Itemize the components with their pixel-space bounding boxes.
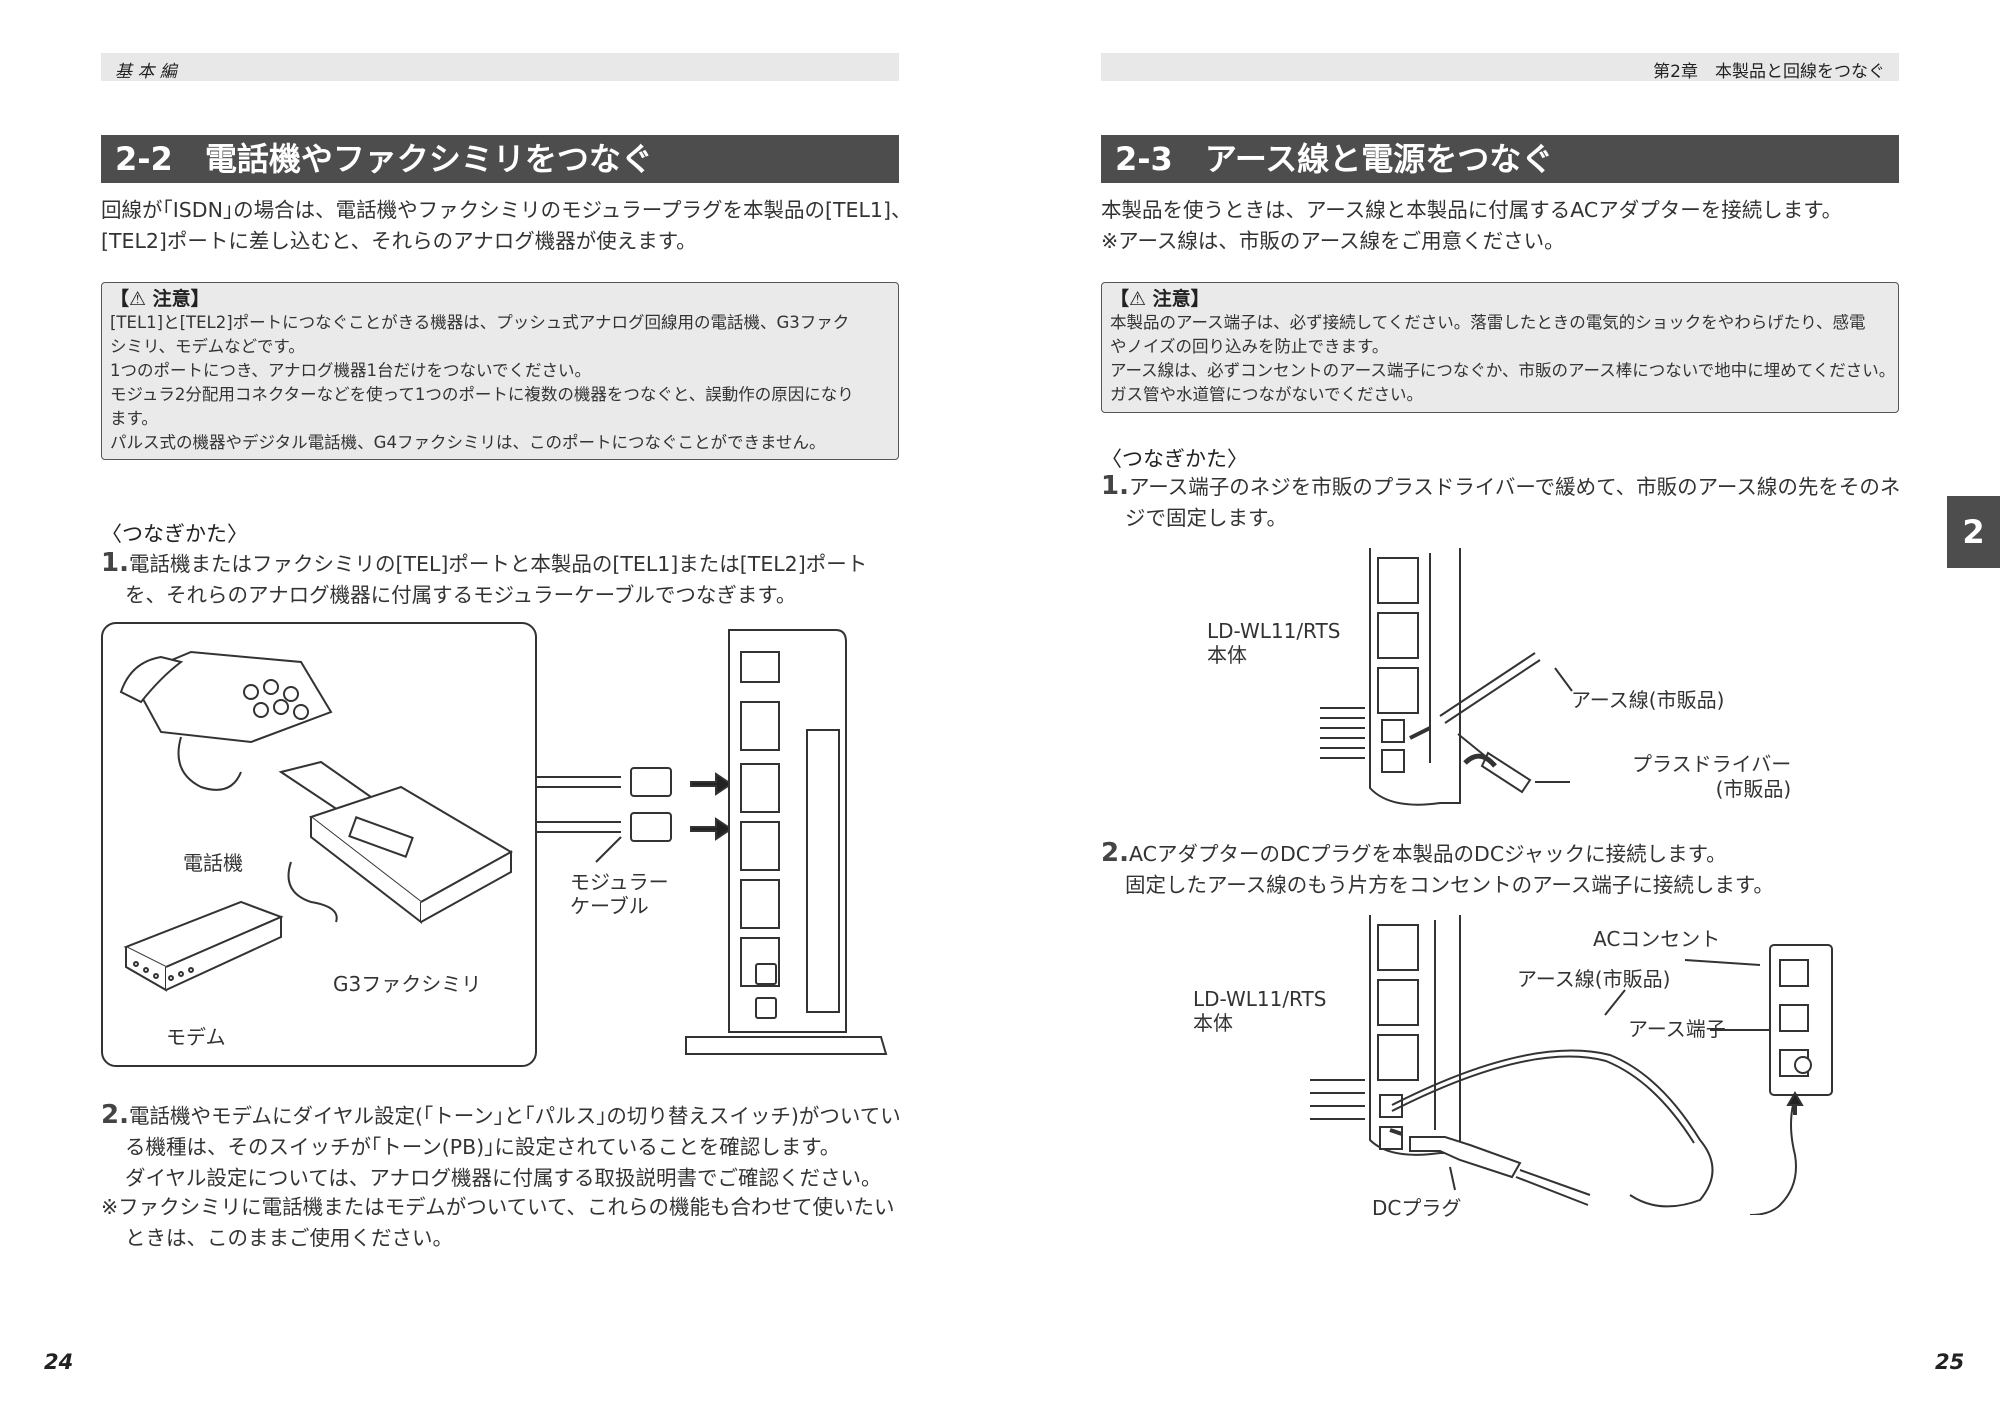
- label-device-1: LD-WL11/RTS 本体: [1207, 619, 1340, 667]
- cable-label-line-1: モジュラー: [570, 870, 669, 894]
- left-caution-box: 【⚠ 注意】 [TEL1]と[TEL2]ポートにつなぐことがきる機器は、プッシュ…: [101, 282, 899, 460]
- label-earth-terminal: アース端子: [1628, 1017, 1726, 1041]
- step-line: アース端子のネジを市販のプラスドライバーで緩めて、市販のアース線の先をそのネ: [1128, 475, 1901, 499]
- step-line: ジで固定します。: [1125, 506, 1287, 530]
- device-label: 本体: [1207, 643, 1247, 667]
- telephone-icon: [119, 650, 333, 791]
- device-model: LD-WL11/RTS: [1207, 619, 1341, 643]
- left-header-bar: 基 本 編: [101, 53, 899, 82]
- ac-outlet-icon: [1604, 944, 1833, 1115]
- router-back-panel-icon: [685, 629, 888, 1055]
- right-page: 第2章 本製品と回線をつなぐ 2-3 アース線と電源をつなぐ 本製品を使うときは…: [1000, 0, 2000, 1419]
- label-ac-outlet: ACコンセント: [1593, 927, 1721, 951]
- right-caution-box: 【⚠ 注意】 本製品のアース端子は、必ず接続してください。落雷したときの電気的シ…: [1101, 282, 1899, 413]
- cable-label-line-2: ケーブル: [570, 894, 649, 918]
- left-page: 基 本 編 2-2 電話機やファクシミリをつなぐ 回線が｢ISDN｣の場合は、電…: [44, 53, 911, 1374]
- caution-line: [TEL1]と[TEL2]ポートにつなぐことがきる機器は、プッシュ式アナログ回線…: [110, 313, 850, 332]
- right-step-2: 2.ACアダプターのDCプラグを本製品のDCジャックに接続します。 固定したアー…: [1101, 838, 1774, 901]
- left-intro-line-1: 回線が｢ISDN｣の場合は、電話機やファクシミリのモジュラープラグを本製品の[T…: [101, 198, 912, 222]
- step-line: ダイヤル設定については、アナログ機器に付属する取扱説明書でご確認ください。: [125, 1166, 882, 1190]
- left-note: ※ファクシミリに電話機またはモデムがついていて、これらの機能も合わせて使いたい …: [101, 1192, 895, 1254]
- label-modular-cable: モジュラー ケーブル: [570, 870, 669, 918]
- step-number: 1.: [101, 548, 129, 578]
- left-subhead: 〈つなぎかた〉: [101, 522, 248, 546]
- right-subhead: 〈つなぎかた〉: [1101, 447, 1248, 471]
- caution-line: ガス管や水道管につながないでください。: [1110, 385, 1424, 404]
- caution-title: 【⚠ 注意】: [110, 288, 210, 310]
- note-line: ※ファクシミリに電話機またはモデムがついていて、これらの機能も合わせて使いたい: [101, 1195, 895, 1219]
- screwdriver-icon: [1457, 733, 1570, 794]
- device-model: LD-WL11/RTS: [1193, 987, 1327, 1011]
- earth-wire-icon: [1391, 1049, 1801, 1215]
- label-phone: 電話機: [183, 851, 243, 875]
- left-step-2: 2.電話機やモデムにダイヤル設定(｢トーン｣と｢パルス｣の切り替えスイッチ)がつ…: [101, 1100, 901, 1194]
- step-number: 1.: [1101, 471, 1129, 501]
- chapter-tab: 2: [1947, 496, 2000, 568]
- earth-wire-icon: [1409, 652, 1573, 740]
- left-intro-line-2: [TEL2]ポートに差し込むと、それらのアナログ機器が使えます。: [101, 229, 697, 253]
- left-intro: 回線が｢ISDN｣の場合は、電話機やファクシミリのモジュラープラグを本製品の[T…: [101, 195, 911, 257]
- label-earth-wire: アース線(市販品): [1571, 688, 1725, 712]
- driver-label-line-2: (市販品): [1715, 777, 1792, 801]
- power-earth-diagram: [1310, 915, 1833, 1215]
- label-fax: G3ファクシミリ: [333, 972, 482, 996]
- right-header-text: 第2章 本製品と回線をつなぐ: [1653, 62, 1885, 82]
- router-side-icon: [1310, 915, 1461, 1156]
- caution-line: ます。: [110, 409, 158, 428]
- right-section-title: 2-3 アース線と電源をつなぐ: [1101, 135, 1899, 183]
- caution-line: 本製品のアース端子は、必ず接続してください。落雷したときの電気的ショックをやわら…: [1110, 313, 1866, 332]
- caution-line: 1つのポートにつき、アナログ機器1台だけをつないでください。: [110, 361, 592, 380]
- tel-connection-diagram: [101, 622, 888, 1067]
- earth-wire-diagram: [1320, 548, 1573, 806]
- step-line: 電話機またはファクシミリの[TEL]ポートと本製品の[TEL1]または[TEL2…: [128, 552, 868, 576]
- fax-icon: [278, 760, 514, 925]
- label-dc-plug: DCプラグ: [1372, 1196, 1462, 1220]
- right-intro-line-1: 本製品を使うときは、アース線と本製品に付属するACアダプターを接続します。: [1101, 198, 1843, 222]
- left-section-title: 2-2 電話機やファクシミリをつなぐ: [101, 135, 899, 183]
- driver-label-line-1: プラスドライバー: [1632, 752, 1792, 776]
- right-intro-line-2: ※アース線は、市販のアース線をご用意ください。: [1101, 229, 1565, 253]
- caution-line: やノイズの回り込みを防止できます。: [1110, 337, 1389, 356]
- note-line: ときは、このままご使用ください。: [125, 1226, 453, 1250]
- page-number-left: 24: [44, 1350, 74, 1374]
- step-line: 電話機やモデムにダイヤル設定(｢トーン｣と｢パルス｣の切り替えスイッチ)がついて…: [128, 1104, 901, 1128]
- caution-title: 【⚠ 注意】: [1110, 288, 1210, 310]
- devices-frame: [101, 622, 537, 1067]
- right-step-1: 1.アース端子のネジを市販のプラスドライバーで緩めて、市販のアース線の先をそのネ…: [1101, 471, 1900, 534]
- dc-plug-icon: [1389, 1128, 1591, 1206]
- label-device-2: LD-WL11/RTS 本体: [1193, 987, 1326, 1035]
- label-earth-wire-2: アース線(市販品): [1517, 967, 1671, 991]
- caution-line: パルス式の機器やデジタル電話機、G4ファクシミリは、このポートにつなぐことができ…: [110, 433, 826, 452]
- step-line: ACアダプターのDCプラグを本製品のDCジャックに接続します。: [1128, 842, 1727, 866]
- right-header-bar: 第2章 本製品と回線をつなぐ: [1101, 53, 1899, 82]
- left-step-1: 1.電話機またはファクシミリの[TEL]ポートと本製品の[TEL1]または[TE…: [101, 548, 867, 611]
- page-number-right: 25: [1935, 1350, 1965, 1374]
- step-number: 2.: [1101, 838, 1129, 868]
- modem-icon: [123, 900, 284, 992]
- caution-line: モジュラ2分配用コネクターなどを使って1つのポートに複数の機器をつなぐと、誤動作…: [110, 385, 854, 404]
- step-number: 2.: [101, 1100, 129, 1130]
- modular-cable-icon: [537, 767, 733, 863]
- step-line: を、それらのアナログ機器に付属するモジュラーケーブルでつなぎます。: [125, 583, 797, 607]
- device-label: 本体: [1193, 1011, 1233, 1035]
- label-modem: モデム: [166, 1025, 226, 1049]
- right-intro: 本製品を使うときは、アース線と本製品に付属するACアダプターを接続します。 ※ア…: [1101, 195, 1842, 257]
- caution-line: アース線は、必ずコンセントのアース端子につなぐか、市販のアース棒につないで地中に…: [1110, 361, 1896, 380]
- left-header-text: 基 本 編: [115, 62, 177, 82]
- step-line: 固定したアース線のもう片方をコンセントのアース端子に接続します。: [1125, 873, 1774, 897]
- caution-line: シミリ、モデムなどです。: [110, 337, 305, 356]
- router-side-icon: [1320, 548, 1461, 806]
- step-line: る機種は、そのスイッチが｢トーン(PB)｣に設定されていることを確認します。: [125, 1135, 841, 1159]
- label-screwdriver: プラスドライバー (市販品): [1632, 752, 1791, 802]
